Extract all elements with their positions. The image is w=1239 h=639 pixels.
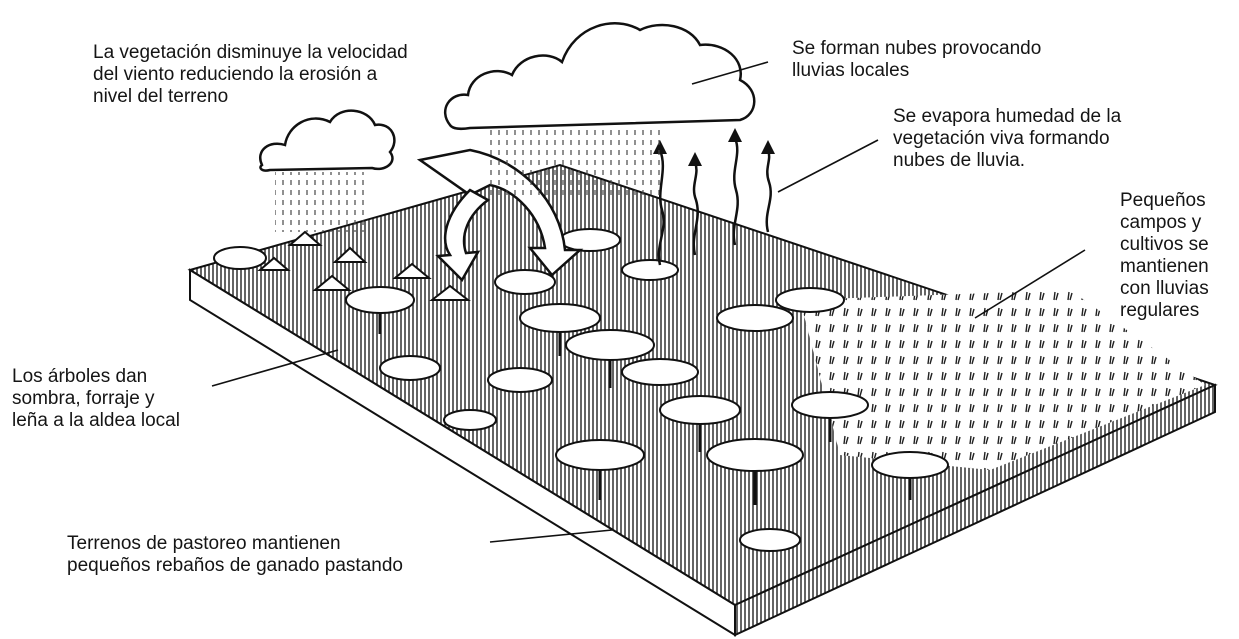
label-line: nivel del terreno xyxy=(93,86,229,107)
label-line: La vegetación disminuye la velocidad xyxy=(93,42,408,63)
label-line: Los árboles dan xyxy=(12,366,148,387)
label-line: regulares xyxy=(1120,300,1200,321)
label-line: con lluvias xyxy=(1120,278,1209,299)
label-clouds-form: Se forman nubes provocando lluvias local… xyxy=(792,38,1041,82)
label-line: nubes de lluvia. xyxy=(893,150,1026,171)
label-line: lluvias locales xyxy=(792,60,910,81)
label-line: vegetación viva formando xyxy=(893,128,1110,149)
label-line: leña a la aldea local xyxy=(12,410,180,431)
label-line: del viento reduciendo la erosión a xyxy=(93,64,378,85)
small-rain-cloud xyxy=(259,109,396,172)
label-grazing: Terrenos de pastoreo mantienen pequeños … xyxy=(67,533,403,577)
label-line: Se forman nubes provocando xyxy=(792,38,1042,59)
label-line: Pequeños xyxy=(1120,190,1206,211)
label-trees-shade: Los árboles dan sombra, forraje y leña a… xyxy=(12,366,180,432)
label-line: sombra, forraje y xyxy=(12,388,155,409)
village-huts xyxy=(257,230,471,301)
crop-field xyxy=(800,290,1205,470)
label-line: campos y xyxy=(1120,212,1202,233)
leader-lines xyxy=(211,61,1086,543)
block-side-face xyxy=(734,383,1216,637)
label-line: cultivos se xyxy=(1120,234,1209,255)
evaporation-arrowheads xyxy=(653,128,775,166)
small-cloud-rain xyxy=(275,172,370,232)
label-vegetation-wind: La vegetación disminuye la velocidad del… xyxy=(93,42,408,108)
label-evaporation: Se evapora humedad de la vegetación viva… xyxy=(893,106,1121,172)
label-line: mantienen xyxy=(1120,256,1209,277)
wind-arrow-branch xyxy=(435,188,491,283)
label-line: Terrenos de pastoreo mantienen xyxy=(67,533,341,554)
trees xyxy=(213,228,949,552)
large-cloud-rain xyxy=(490,130,660,195)
tree-trunks xyxy=(378,312,912,505)
label-small-fields: Pequeños campos y cultivos se mantienen … xyxy=(1120,190,1209,322)
large-rain-cloud xyxy=(443,22,756,131)
label-line: Se evapora humedad de la xyxy=(893,106,1122,127)
label-line: pequeños rebaños de ganado pastando xyxy=(67,555,403,576)
evaporation-arrows xyxy=(657,137,772,266)
